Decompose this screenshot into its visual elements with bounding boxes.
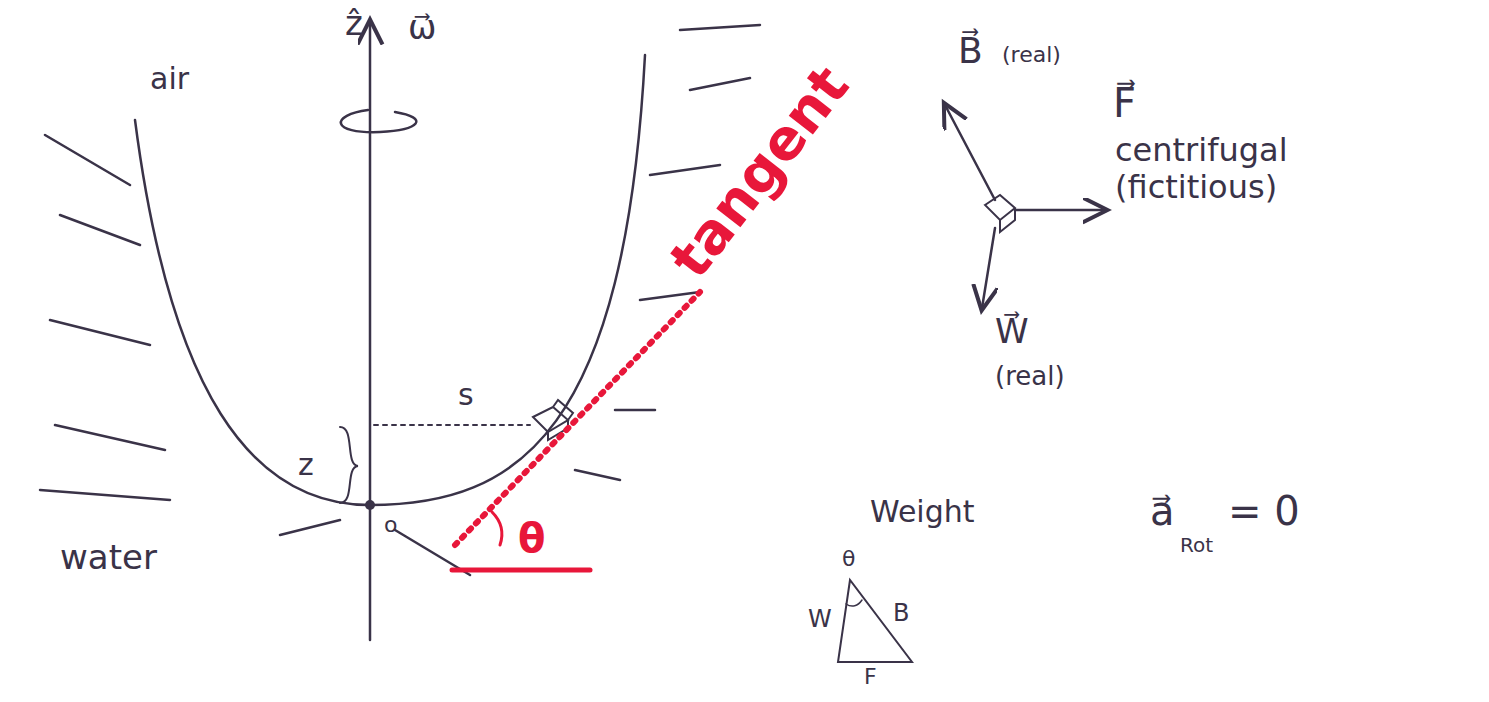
z-axis (369, 22, 372, 640)
z-brace (340, 427, 358, 503)
vector-label: F (864, 664, 877, 689)
centrifugal-arrow (1015, 209, 1105, 212)
fluid-element (533, 400, 573, 440)
subscript-label: Rot (1180, 534, 1213, 557)
force-label: F⃗ (1113, 80, 1136, 126)
force-triangle (838, 580, 912, 662)
equation-label: = 0 (1228, 488, 1300, 534)
angle-label: θ (842, 546, 855, 571)
vector-label: B (893, 600, 909, 628)
force-label: B⃗ (958, 30, 983, 71)
note-label: (real) (995, 362, 1065, 392)
height-label: z (298, 448, 314, 483)
angle-arc (846, 600, 862, 606)
region-label: air (150, 62, 189, 97)
angle-arc (492, 512, 502, 545)
force-name: centrifugal (fictitious) (1115, 132, 1345, 206)
force-label: W⃗ (995, 312, 1029, 351)
buoyancy-arrow (945, 105, 995, 200)
origin-dot (365, 500, 375, 510)
tangent-label: tangent (658, 54, 862, 290)
note-label: (real) (1002, 42, 1061, 67)
title-label: Weight (870, 495, 975, 530)
distance-label: s (458, 378, 474, 413)
angle-label: θ (518, 515, 545, 561)
acceleration-label: a⃗ (1150, 488, 1175, 534)
origin-label: o (384, 512, 397, 537)
hatch-lines (40, 135, 470, 575)
region-label: water (60, 538, 157, 577)
angle-underline (452, 568, 590, 573)
fluid-element (985, 195, 1015, 232)
weight-arrow (982, 228, 995, 308)
angular-velocity-label: ω⃗ (408, 8, 436, 47)
vector-label: W (808, 606, 832, 634)
tangent-line (455, 292, 700, 545)
rotation-arrow (341, 110, 417, 132)
water-surface (135, 55, 645, 505)
axis-label: ẑ (345, 4, 363, 43)
distance-line (374, 424, 530, 426)
